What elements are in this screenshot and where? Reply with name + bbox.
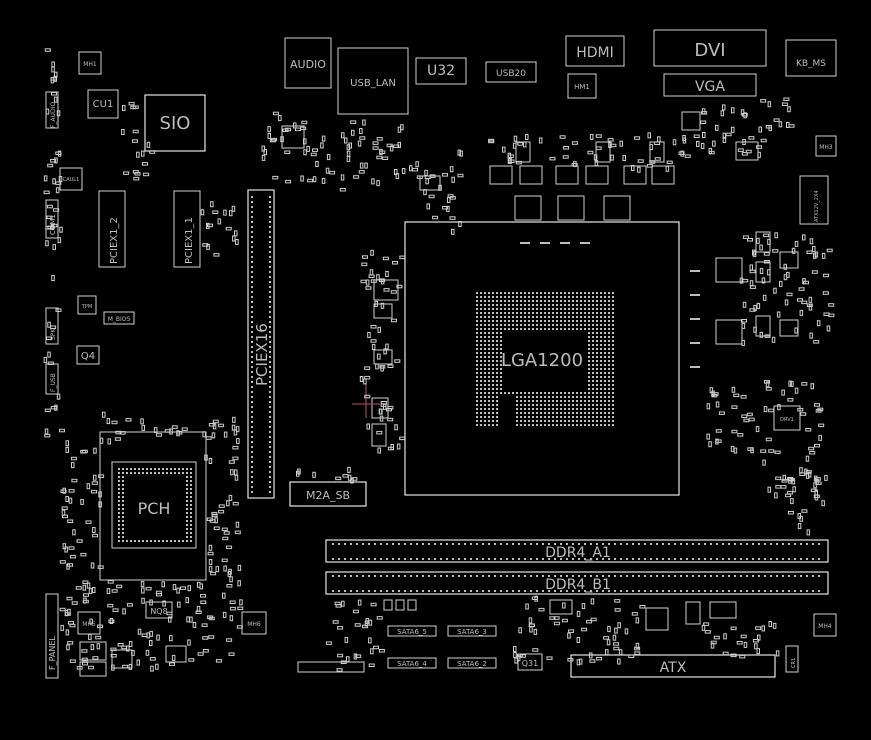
svg-text:PCIEX1_1: PCIEX1_1 [184,217,195,264]
pciex16-slot[interactable]: PCIEX16 [247,189,275,499]
svg-text:MH3: MH3 [819,144,833,151]
vrm-inductors [281,111,799,447]
pciex1-2-slot[interactable]: PCIEX1_2 [98,190,126,268]
svg-text:M2A_SB: M2A_SB [306,489,350,502]
passive-components [43,48,835,672]
svg-text:DRV1: DRV1 [780,417,794,423]
sata6g-4-port[interactable]: SATA6_4 [387,657,437,669]
svg-text:DDR4_B1: DDR4_B1 [545,577,611,593]
svg-text:NQ8: NQ8 [150,607,167,616]
svg-text:U32: U32 [427,63,455,79]
small-bottom-parts [79,599,737,677]
svg-text:MH5: MH5 [82,621,96,628]
u32-connector[interactable]: U32 [415,57,467,85]
lga1200-cpu-socket[interactable]: LGA1200 [404,221,700,496]
ddr4-b1-slot[interactable]: DDR4_B1 [325,571,829,595]
mh6-mounting-hole[interactable]: MH6 [241,611,267,635]
svg-text:KB_MS: KB_MS [796,59,826,69]
m2a-sb-slot[interactable]: M2A_SB [289,481,367,507]
svg-text:CR1: CR1 [791,658,797,668]
q4-mosfet[interactable]: Q4 [76,345,100,365]
svg-text:SIO: SIO [160,113,191,134]
svg-text:ATX: ATX [660,660,687,676]
mh4-mounting-hole[interactable]: MH4 [813,613,837,637]
sio-chip[interactable]: SIO [144,94,206,152]
svg-text:CU1: CU1 [93,99,114,110]
svg-text:HM1: HM1 [574,83,590,91]
svg-text:Q31: Q31 [522,659,538,668]
svg-text:SATA6_5: SATA6_5 [397,628,427,636]
svg-text:ATX12V_2X4: ATX12V_2X4 [814,190,820,222]
svg-text:M_BIOS: M_BIOS [108,316,131,323]
svg-text:AUDIO: AUDIO [290,58,326,71]
svg-text:CAUL1: CAUL1 [63,177,80,183]
pch-chipset[interactable]: PCH [99,431,207,581]
svg-text:VGA: VGA [695,79,725,95]
mh3-mounting-hole[interactable]: MH3 [815,135,837,157]
svg-text:USB_LAN: USB_LAN [350,78,396,89]
svg-text:MH4: MH4 [818,623,832,630]
f-panel-header[interactable]: F_PANEL [45,593,59,679]
svg-text:SATA6_2: SATA6_2 [457,660,487,668]
sata6g-3-port[interactable]: SATA6_3 [447,625,497,637]
hdmi-connector[interactable]: HDMI [565,35,625,67]
mh5-mounting-hole[interactable]: MH5 [77,611,101,635]
svg-text:DVI: DVI [694,40,725,61]
svg-text:TPM: TPM [81,304,92,310]
usb-lan-connector[interactable]: USB_LAN [337,47,409,115]
spk-header[interactable]: SPK [45,307,59,345]
hm1-chip[interactable]: HM1 [567,73,597,99]
svg-text:Q4: Q4 [81,351,95,362]
atx12v-2x4-connector[interactable]: ATX12V_2X4 [799,175,829,225]
svg-text:LGA1200: LGA1200 [501,350,583,371]
drv1-chip[interactable]: DRV1 [773,405,801,431]
sata6g-2-port[interactable]: SATA6_2 [447,657,497,669]
svg-text:SPK: SPK [50,328,57,340]
mh1-mounting-hole[interactable]: MH1 [78,51,102,75]
svg-text:PCIEX1_2: PCIEX1_2 [109,217,120,264]
svg-text:F_USB: F_USB [50,373,57,392]
svg-text:F_PANEL: F_PANEL [48,636,57,670]
usb20-connector[interactable]: USB20 [485,61,537,83]
ddr4-a1-slot[interactable]: DDR4_A1 [325,539,829,563]
svg-text:MH1: MH1 [83,61,97,68]
caul1-chip[interactable]: CAUL1 [59,167,83,191]
sata6g-5-port[interactable]: SATA6_5 [387,625,437,637]
crosshair-marker [352,384,380,418]
svg-text:SATA6_3: SATA6_3 [457,628,487,636]
svg-text:DDR4_A1: DDR4_A1 [545,545,611,561]
nq8-chip[interactable]: NQ8 [145,601,173,619]
svg-text:PCH: PCH [138,499,171,518]
svg-text:MH6: MH6 [247,621,261,628]
f-usb-header[interactable]: F_USB [45,363,59,395]
q31-mosfet[interactable]: Q31 [517,653,543,671]
atx-power-connector[interactable]: ATX [570,654,776,678]
audio-connector[interactable]: AUDIO [284,37,332,89]
pciex1-1-slot[interactable]: PCIEX1_1 [173,190,201,268]
kb-ms-connector[interactable]: KB_MS [785,39,837,77]
svg-text:USB20: USB20 [496,69,526,79]
dvi-connector[interactable]: DVI [653,29,767,67]
cu1-chip[interactable]: CU1 [87,89,119,119]
m-bios-chip[interactable]: M_BIOS [103,311,135,325]
svg-text:PCIEX16: PCIEX16 [253,323,271,386]
cr1-battery[interactable]: CR1 [785,645,799,673]
svg-text:SATA6_4: SATA6_4 [397,660,427,668]
svg-text:F_AUDIO: F_AUDIO [50,102,57,128]
vga-connector[interactable]: VGA [663,73,757,97]
svg-text:HDMI: HDMI [576,45,614,61]
tpm-header[interactable]: TPM [77,295,97,315]
